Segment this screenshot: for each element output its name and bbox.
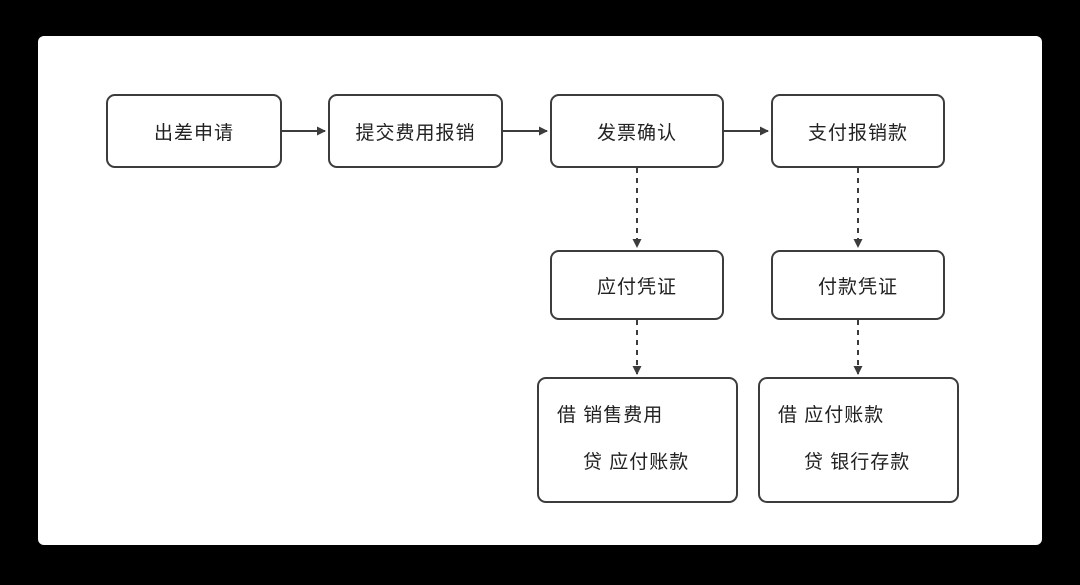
node-entry-payable[interactable]: 借 销售费用 贷 应付账款: [537, 377, 738, 503]
node-label: 支付报销款: [807, 122, 908, 144]
entry-credit-line: 贷 银行存款: [804, 452, 911, 473]
node-entry-payment[interactable]: 借 应付账款 贷 银行存款: [758, 377, 959, 503]
entry-debit-line: 借 销售费用: [557, 405, 664, 427]
node-submit-expense[interactable]: 提交费用报销: [328, 94, 503, 168]
node-travel-request[interactable]: 出差申请: [106, 94, 282, 168]
node-label: 发票确认: [596, 122, 677, 144]
node-pay-reimbursement[interactable]: 支付报销款: [771, 94, 945, 168]
node-label: 出差申请: [153, 122, 234, 144]
node-label: 提交费用报销: [355, 122, 476, 144]
node-label: 付款凭证: [817, 276, 898, 298]
node-payable-voucher[interactable]: 应付凭证: [550, 250, 724, 320]
entry-credit-line: 贷 应付账款: [583, 452, 690, 473]
node-payment-voucher[interactable]: 付款凭证: [771, 250, 945, 320]
entry-debit-line: 借 应付账款: [778, 405, 885, 427]
node-invoice-confirm[interactable]: 发票确认: [550, 94, 724, 168]
node-label: 应付凭证: [596, 276, 677, 298]
